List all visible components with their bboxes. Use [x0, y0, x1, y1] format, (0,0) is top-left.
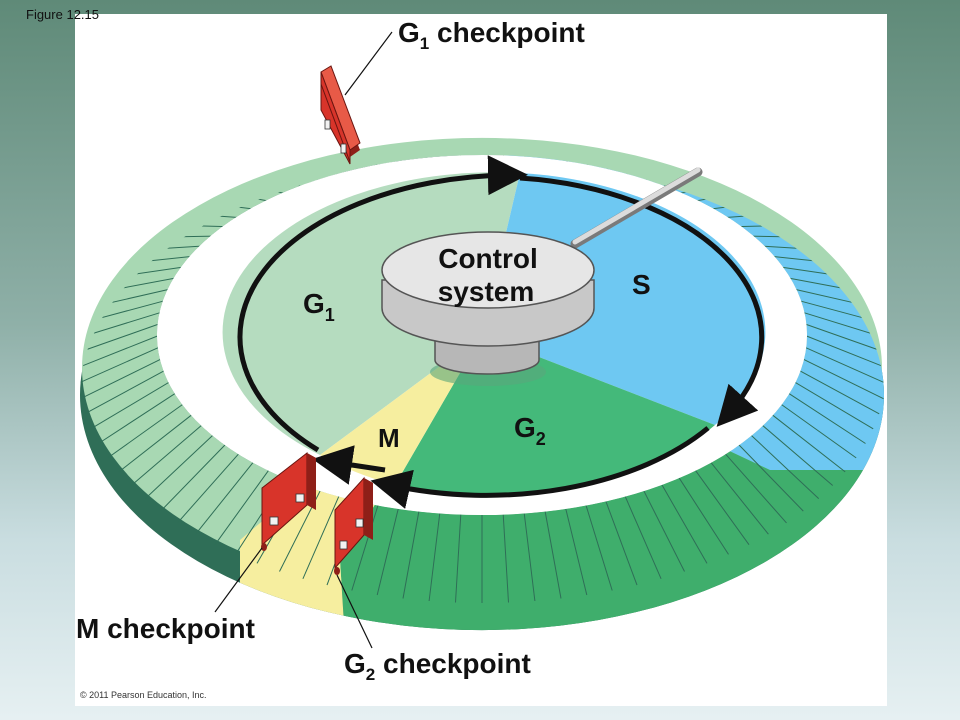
- ring-segment-line: [801, 311, 884, 338]
- arrow-s-to-g2: [519, 175, 765, 427]
- ring-segment-line: [660, 482, 708, 564]
- ring-segment-line: [749, 433, 820, 499]
- ring-segment-line: [564, 506, 588, 596]
- ring-segment-line: [800, 357, 884, 400]
- leader-lines: [214, 31, 393, 649]
- ring-segment-line: [604, 499, 638, 586]
- ring-segment-line: [779, 402, 857, 459]
- ring-segment-line: [144, 433, 215, 499]
- arrow-g1-to-s: [237, 155, 528, 453]
- ring-segment-line: [455, 512, 462, 603]
- phase-label-s: S: [632, 269, 651, 300]
- ring-segment-line: [523, 511, 536, 602]
- m-checkpoint-barrier: [261, 451, 316, 551]
- ring-segment-line: [214, 468, 271, 545]
- ring-segment-line: [79, 334, 161, 369]
- ring-segment-line: [803, 346, 884, 384]
- ring-segment-line: [376, 506, 400, 596]
- ring-segment-line: [160, 443, 227, 512]
- ring-segment-line: [797, 369, 880, 415]
- ring-segment-line: [792, 380, 874, 430]
- ring-segment-line: [642, 488, 685, 572]
- ring-segment-line: [80, 311, 163, 338]
- control-system-knob: Control system: [381, 231, 595, 386]
- figure-label: Figure 12.15: [26, 7, 99, 22]
- arrow-g2-to-m: [370, 426, 710, 509]
- ring-segment-line: [693, 468, 750, 545]
- g1-checkpoint-label: G1 checkpoint: [398, 17, 585, 53]
- g1-checkpoint-sub: 1: [420, 34, 429, 53]
- ring-segment-line: [90, 380, 172, 430]
- ring-segment-line: [98, 391, 178, 444]
- ring-segment-line: [84, 369, 167, 415]
- ring-segment-line: [803, 334, 884, 369]
- m-checkpoint-label: M checkpoint: [76, 613, 255, 644]
- ring-segment-line: [760, 423, 834, 486]
- ring-segment-line: [786, 391, 866, 444]
- g2-checkpoint-label: G2 checkpoint: [344, 648, 531, 684]
- g2-checkpoint-main: G: [344, 648, 366, 679]
- ring-segment-line: [80, 357, 164, 400]
- ring-segment-line: [723, 452, 787, 524]
- ring-segment-line: [585, 503, 613, 591]
- ring-segment-line: [195, 460, 255, 535]
- g2-checkpoint-sub: 2: [366, 665, 375, 684]
- ring-segment-line: [402, 509, 420, 599]
- sector-s: [482, 173, 766, 425]
- cycle-arrows: [237, 155, 765, 509]
- ring-segment-line: [623, 494, 662, 579]
- ring-segment-line: [544, 509, 562, 599]
- ring-segment-line: [302, 494, 341, 579]
- ring-segment-line: [770, 413, 846, 473]
- g1-checkpoint-barrier: [320, 65, 361, 165]
- phase-label-m: M: [378, 423, 400, 453]
- ring-segment-line: [79, 322, 161, 354]
- phase-g1-sub: 1: [325, 305, 335, 325]
- ring-segment-line: [709, 460, 769, 535]
- ring-segment-line: [351, 503, 379, 591]
- ring-segment-line: [737, 443, 804, 512]
- phase-g2-main: G: [514, 412, 536, 443]
- ring-segment-line: [177, 452, 241, 524]
- phase-label-g2: G2: [514, 412, 546, 449]
- ring-segment-line: [79, 346, 161, 384]
- control-system-line1: Control: [438, 243, 538, 274]
- ring-segment-line: [107, 402, 185, 459]
- ring-segment-line: [502, 512, 509, 603]
- phase-g1-main: G: [303, 288, 325, 319]
- ring-segment-line: [118, 413, 194, 473]
- ring-segment-line: [803, 322, 884, 354]
- ring-segment-line: [677, 475, 729, 555]
- g2-checkpoint-barrier: [334, 476, 373, 575]
- phase-label-g1: G1: [303, 288, 335, 325]
- g1-checkpoint-rest: checkpoint: [429, 17, 585, 48]
- copyright-notice: © 2011 Pearson Education, Inc.: [80, 690, 207, 700]
- control-rod: [570, 167, 703, 249]
- control-system-line2: system: [438, 276, 535, 307]
- ring-segment-line: [428, 511, 441, 602]
- arrow-m-to-g1: [312, 445, 386, 485]
- ring-segment-line: [130, 423, 204, 486]
- phase-g2-sub: 2: [536, 429, 546, 449]
- g1-checkpoint-main: G: [398, 17, 420, 48]
- g2-checkpoint-rest: checkpoint: [375, 648, 531, 679]
